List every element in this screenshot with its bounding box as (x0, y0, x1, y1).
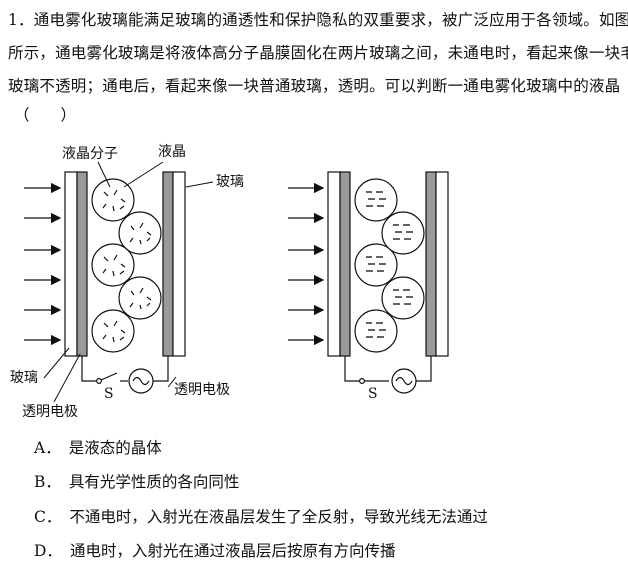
answer-blank: （ ） (14, 106, 77, 124)
circuit-right (344, 356, 432, 394)
electrode-left-inner (76, 171, 88, 357)
question-text: 1．通电雾化玻璃能满足玻璃的通透性和保护隐私的双重要求，被广泛应用于各领域。如图… (8, 4, 628, 103)
option-a[interactable]: A．是液态的晶体 (34, 439, 162, 457)
question-line-3: 玻璃不透明；通电后，看起来像一块普通玻璃，透明。可以判断一通电雾化玻璃中的液晶 (8, 77, 621, 95)
liquid-crystal-molecules-disordered (91, 178, 162, 353)
label-lc-molecule: 液晶分子 (62, 146, 118, 162)
liquid-crystal-glass-diagram: 液晶分子 液晶 玻璃 玻璃 透明电极 透明电极 S (10, 144, 449, 420)
liquid-crystal-molecules-aligned (354, 178, 425, 353)
glass-plate-right-outer (172, 171, 186, 357)
label-electrode-right: 透明电极 (174, 382, 230, 398)
label-electrode-left: 透明电极 (22, 404, 78, 420)
label-glass-left: 玻璃 (10, 369, 38, 386)
label-glass-right: 玻璃 (216, 173, 244, 190)
label-liquid-crystal: 液晶 (158, 144, 186, 160)
question-line-1: 1．通电雾化玻璃能满足玻璃的通透性和保护隐私的双重要求，被广泛应用于各领域。如图 (8, 11, 628, 29)
option-c[interactable]: C．不通电时，入射光在液晶层发生了全反射，导致光线无法通过 (34, 508, 488, 526)
circuit-left (81, 356, 169, 394)
electrode-right-inner (162, 171, 174, 357)
option-b[interactable]: B．具有光学性质的各向同性 (34, 473, 240, 491)
incident-light-arrows-left (24, 182, 62, 346)
label-switch-right: S (368, 386, 378, 402)
powered-panel: S (288, 171, 449, 402)
question-number: 1． (8, 11, 34, 29)
glass-plate-left-outer (64, 171, 78, 357)
option-d[interactable]: D．通电时，入射光在通过液晶层后按原有方向传播 (34, 542, 396, 560)
unpowered-panel: 液晶分子 液晶 玻璃 玻璃 透明电极 透明电极 S (10, 144, 244, 420)
incident-light-arrows-right (288, 182, 325, 346)
label-switch-left: S (104, 386, 114, 402)
question-line-2: 所示，通电雾化玻璃是将液体高分子晶膜固化在两片玻璃之间，未通电时，看起来像一块毛 (8, 44, 628, 62)
